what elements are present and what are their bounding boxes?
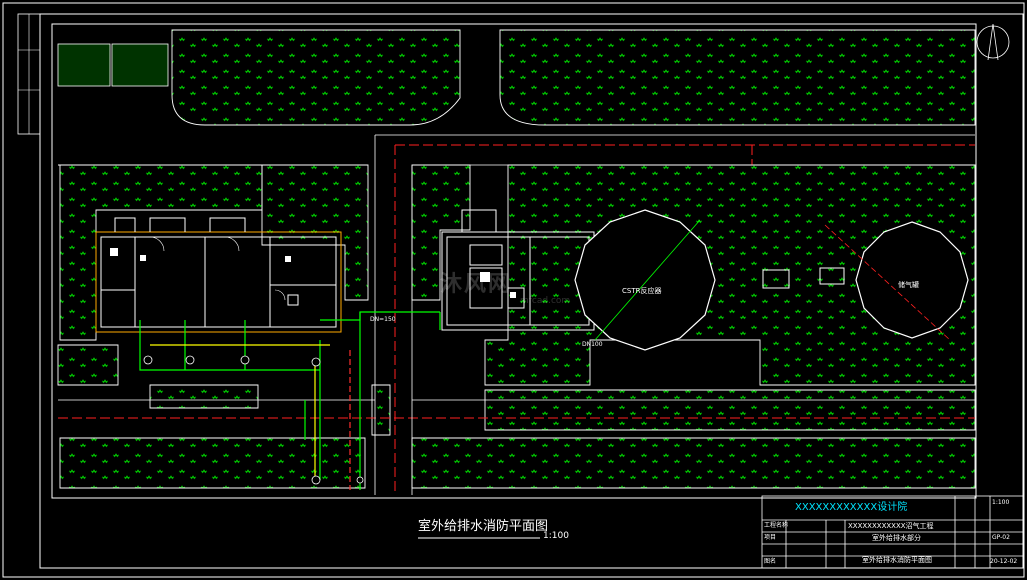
pipe-right-label: DN100 [582,341,603,348]
project-name: XXXXXXXXXXXX沼气工程 [848,522,934,530]
plot-box-2 [111,43,169,87]
institute-name: XXXXXXXXXXXX设计院 [795,502,908,513]
drawing-scale: 1:100 [543,531,569,541]
tank-left-label: CSTR反应器 [622,287,662,295]
north-arrow-icon [976,23,1010,61]
inner-frame [39,13,1024,569]
building-left [95,217,342,333]
road-centerlines [58,144,975,495]
tb-sheet: GP-02 [992,534,1010,541]
tank-right-label: 储气罐 [898,281,919,289]
field-label-item: 项目 [764,534,777,541]
drain-pipes [150,344,330,480]
pipe-left-label: DN=150 [370,316,396,323]
site-boundary [51,23,977,499]
fixtures [110,248,299,306]
cstr-diameter [594,219,701,341]
grass-areas [57,29,976,489]
manholes [143,355,364,485]
drawing-title: 室外给排水消防平面图 [418,519,549,534]
plot-box-1 [57,43,111,87]
tb-date: 20-12-02 [990,558,1018,565]
small-equipment-1 [762,269,790,289]
title-block [761,495,1024,569]
small-equipment-2 [819,267,845,285]
watermark-text: 沐风网 [440,272,513,297]
cstr-tank [574,209,716,351]
field-label-drawing: 图名 [764,558,777,565]
watermark-url: mfcad.com [520,296,571,306]
door-swings [149,236,286,301]
equipment-fixtures [480,272,516,298]
drawing-name: 室外给排水消防平面图 [862,556,932,564]
field-label-project: 工程名称 [764,522,789,529]
tb-scale: 1:100 [992,499,1010,506]
gas-holder [855,221,969,339]
gas-holder-line [824,224,951,341]
road-edges [58,134,975,495]
sub-project: 室外给排水部分 [872,534,921,542]
